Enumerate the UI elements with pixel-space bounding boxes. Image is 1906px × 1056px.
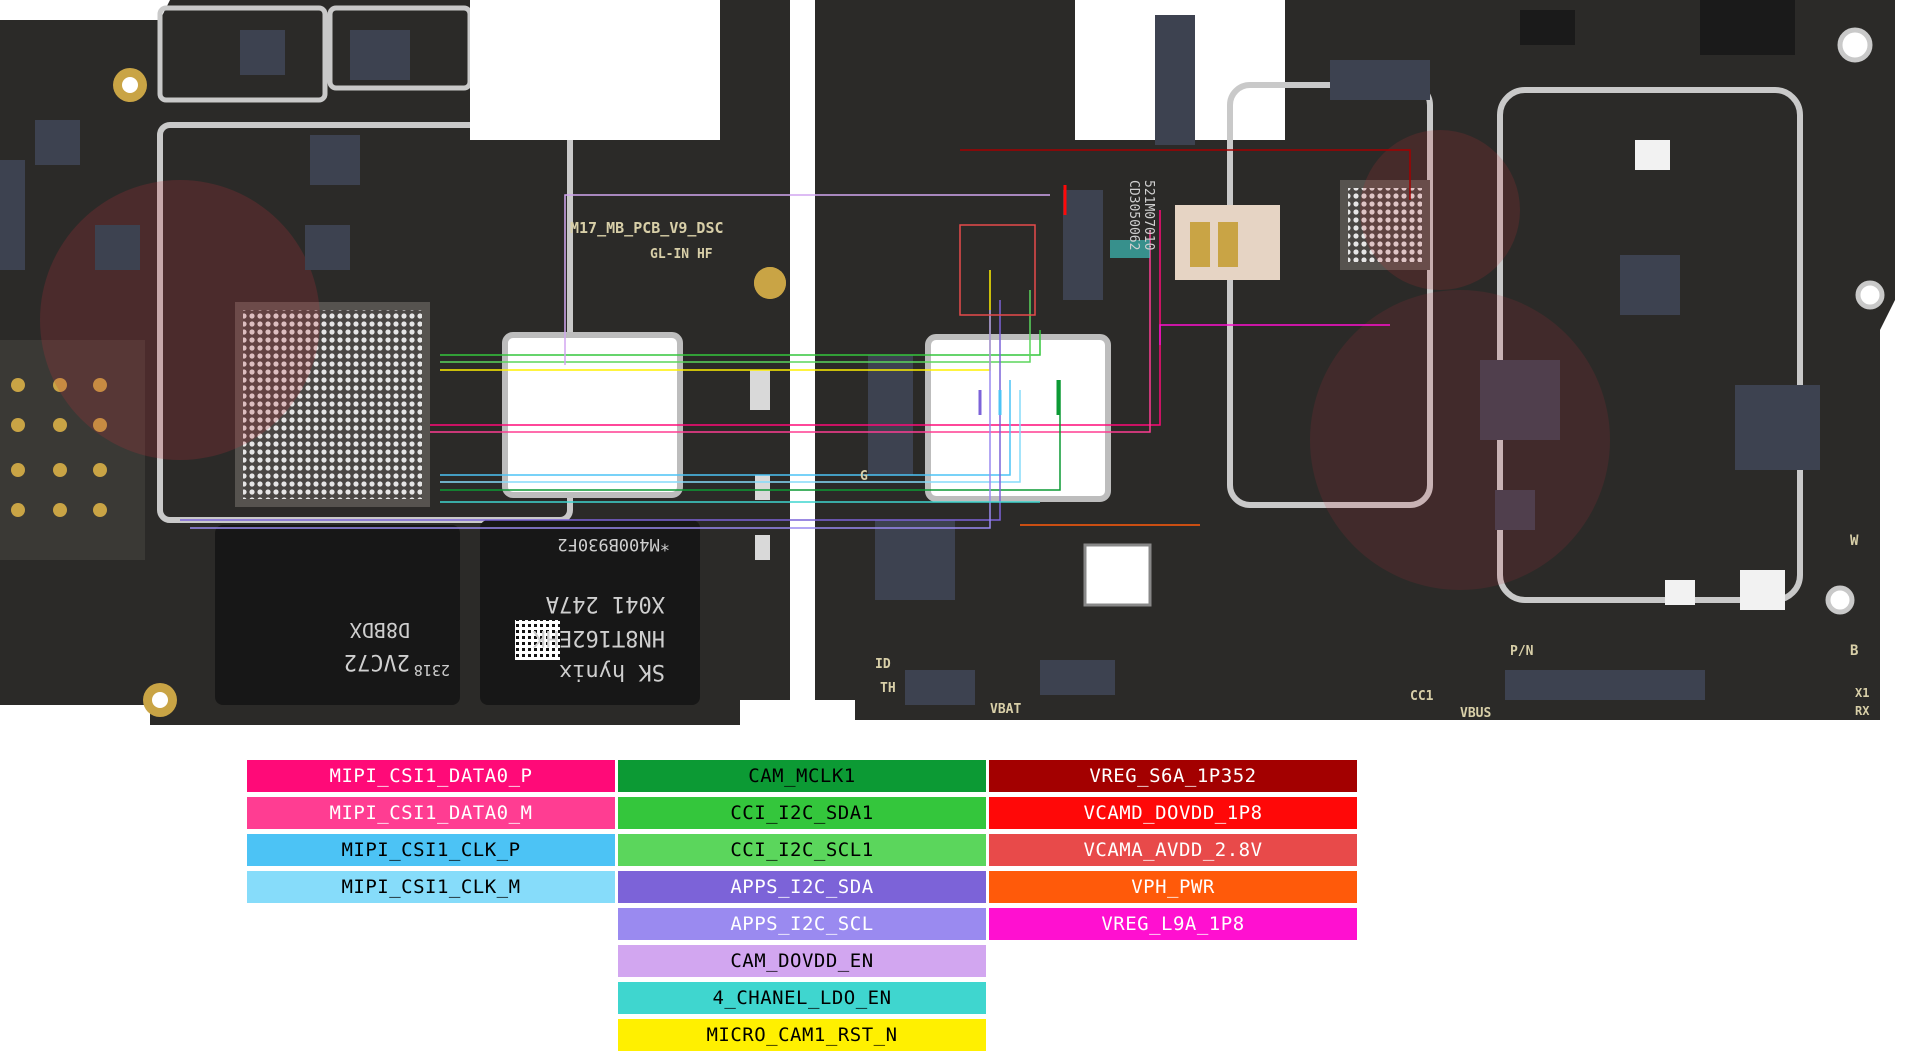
cpu-lot: D8BDX [350,618,410,642]
legend-item: VREG_S6A_1P352 [989,760,1357,792]
g-silk: G [860,469,868,484]
legend-item: CCI_I2C_SCL1 [618,834,986,866]
legend-item: MIPI_CSI1_DATA0_M [247,797,615,829]
right-pcb [754,0,1895,720]
cpu-date: 2318 [414,661,450,679]
ram-code: X041 247A [546,591,665,616]
legend-column-mipi: MIPI_CSI1_DATA0_P MIPI_CSI1_DATA0_M MIPI_C… [247,760,615,908]
pcb-board-photo: M17_MB_PCB_V9_DSC GL-IN HF VBAT VBUS ID … [0,0,1895,725]
legend-item: VPH_PWR [989,871,1357,903]
pn-silk: P/N [1510,644,1534,659]
vbus-silk: VBUS [1460,706,1491,721]
cc1-silk: CC1 [1410,689,1434,704]
th-silk: TH [880,681,896,696]
legend-item: APPS_I2C_SDA [618,871,986,903]
cpu-code: 2VC72 [344,649,410,674]
pcb-sub-silk: GL-IN HF [650,247,713,262]
legend-item: VCAMA_AVDD_2.8V [989,834,1357,866]
legend-item: CAM_MCLK1 [618,760,986,792]
legend-item: VCAMD_DOVDD_1P8 [989,797,1357,829]
pcb-name-silk: M17_MB_PCB_V9_DSC [570,219,724,237]
legend-item: VREG_L9A_1P8 [989,908,1357,940]
rx-silk: RX [1855,704,1870,718]
legend-item: APPS_I2C_SCL [618,908,986,940]
vbat-silk: VBAT [990,702,1021,717]
ram-lot: *M400B930F2 [557,534,670,554]
ram-part: HN8T162EHK [532,625,665,650]
legend-item: CAM_DOVDD_EN [618,945,986,977]
id-silk: ID [875,657,891,672]
legend-item: MIPI_CSI1_CLK_P [247,834,615,866]
legend-item: MIPI_CSI1_DATA0_P [247,760,615,792]
cam-conn-code: CD3050062 [1126,180,1141,250]
cam-conn-code2: 521M07010 [1141,180,1156,250]
legend-item: MIPI_CSI1_CLK_M [247,871,615,903]
signal-traces [180,149,1411,529]
legend-item: CCI_I2C_SDA1 [618,797,986,829]
left-pcb [0,0,790,725]
legend-item: 4_CHANEL_LDO_EN [618,982,986,1014]
ram-brand: SK hynix [559,659,665,684]
x1-silk: X1 [1855,686,1869,700]
legend-item: MICRO_CAM1_RST_N [618,1019,986,1051]
b-silk: B [1850,643,1858,659]
w-silk: W [1850,533,1859,549]
